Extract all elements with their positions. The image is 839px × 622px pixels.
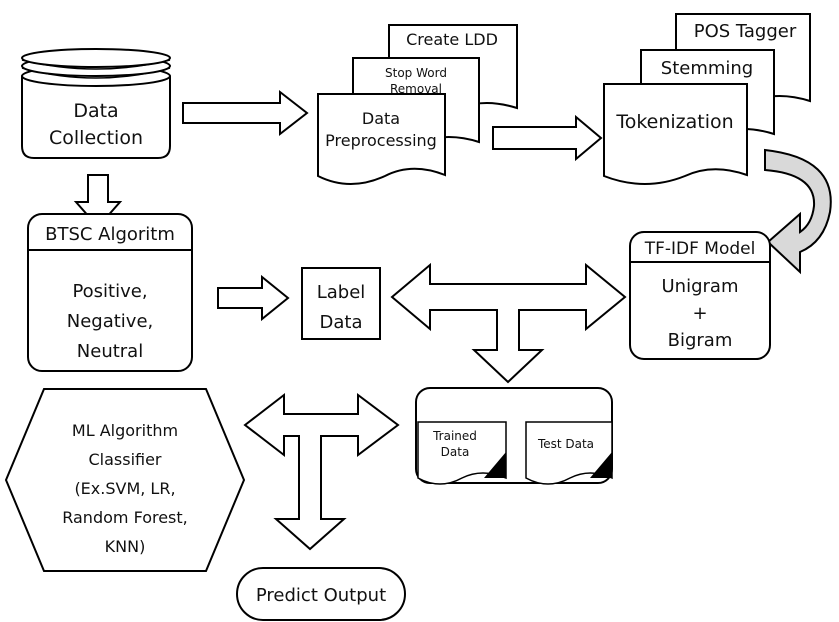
btsc-body-line2: Negative,	[67, 311, 154, 332]
tfidf-body-line1: Unigram	[662, 276, 739, 297]
label-data-line1: Label	[317, 282, 366, 303]
btsc-title: BTSC Algoritm	[45, 224, 175, 245]
tfidf-title: TF-IDF Model	[644, 239, 756, 259]
btsc-algorithm-node: BTSC Algoritm Positive, Negative, Neutra…	[27, 213, 193, 372]
ml-classifier-line5: KNN)	[105, 537, 146, 556]
arrow-right	[182, 89, 309, 137]
tokenization-stack: POS Tagger Stemming Tokenization	[603, 13, 811, 185]
ml-classifier-node: ML Algorithm Classifier (Ex.SVM, LR, Ran…	[4, 388, 246, 572]
ml-classifier-line3: (Ex.SVM, LR,	[74, 479, 175, 498]
test-data-label: Test Data	[537, 437, 594, 451]
predict-output-node: Predict Output	[236, 567, 406, 621]
trained-data-label-line1: Trained	[432, 429, 477, 443]
tfidf-body-line2: +	[692, 303, 707, 324]
ml-classifier-line2: Classifier	[88, 450, 161, 469]
tokenization-document	[603, 83, 748, 185]
data-collection-label-line1: Data	[73, 100, 118, 122]
pos-tagger-label: POS Tagger	[694, 21, 797, 42]
preprocessing-stack: Create LDD Stop Word Removal Data Prepro…	[317, 24, 518, 185]
t-arrow-connector	[390, 262, 627, 384]
ml-classifier-line1: ML Algorithm	[72, 421, 178, 440]
data-preprocessing-label-line1: Data	[362, 109, 400, 128]
t-arrow-connector	[243, 392, 400, 551]
stop-word-label-line1: Stop Word	[385, 66, 447, 80]
ml-classifier-line4: Random Forest,	[62, 508, 188, 527]
btsc-body-line3: Neutral	[77, 341, 143, 362]
label-data-line2: Data	[320, 312, 363, 333]
create-ldd-label: Create LDD	[406, 30, 498, 49]
tfidf-model-node: TF-IDF Model Unigram + Bigram	[629, 231, 771, 360]
stop-word-label-line2: Removal	[390, 82, 442, 96]
curved-arrow	[764, 148, 832, 275]
trained-data-label-line2: Data	[441, 445, 470, 459]
stemming-label: Stemming	[661, 58, 753, 79]
tokenization-label: Tokenization	[615, 111, 733, 133]
tfidf-body-line3: Bigram	[668, 330, 733, 351]
data-collection-label-line2: Collection	[49, 127, 143, 149]
arrow-right	[217, 274, 290, 322]
split-data-container: Trained Data Test Data	[415, 387, 613, 485]
data-collection-node: Data Collection	[21, 48, 171, 159]
btsc-body-line1: Positive,	[72, 281, 147, 302]
data-preprocessing-label-line2: Preprocessing	[325, 131, 437, 150]
label-data-node: Label Data	[301, 267, 381, 340]
predict-output-label: Predict Output	[256, 585, 386, 606]
arrow-right	[492, 114, 603, 162]
data-preprocessing-document	[317, 93, 446, 185]
